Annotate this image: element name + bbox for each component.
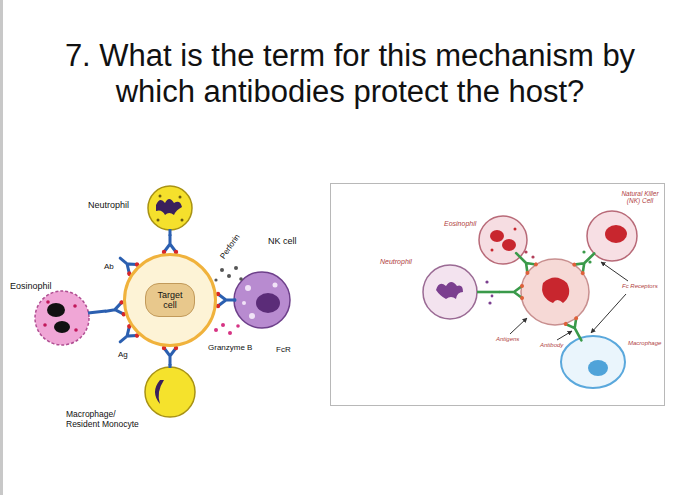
cell-label: NK cell <box>268 236 297 246</box>
nk-cell: NK cell <box>268 236 297 246</box>
cell-label: Target cell <box>145 283 195 318</box>
receptor-label: FcR <box>276 345 291 354</box>
neutrophil-cell: Neutrophil <box>380 258 412 266</box>
antibody-label: Ab <box>104 262 114 271</box>
macrophage-cell: Macrophage/ Resident Monocyte <box>66 410 143 430</box>
macrophage-cell: Macrophage <box>628 340 661 347</box>
slide-edge <box>0 0 3 495</box>
eosinophil-cell: Eosinophil <box>10 281 52 291</box>
antigen-label: Antigens <box>496 336 519 343</box>
cell-label: Macrophage/ Resident Monocyte <box>66 410 143 430</box>
cell-label: Macrophage <box>628 340 661 347</box>
granzyme-label: Granzyme B <box>208 343 252 352</box>
eosinophil-cell: Eosinophil <box>444 220 476 228</box>
cell-label: Neutrophil <box>380 258 412 266</box>
cell-label: Eosinophil <box>444 220 476 228</box>
nk-cell: Natural Killer (NK) Cell <box>617 190 663 205</box>
target-cell: Target cell <box>123 253 217 347</box>
left-illustration <box>35 186 290 417</box>
cell-label: Neutrophil <box>88 200 129 210</box>
neutrophil-cell: Neutrophil <box>88 200 129 210</box>
perforin-label: Perforin <box>218 232 242 260</box>
cell-label: Eosinophil <box>10 281 52 291</box>
slide-title: 7. What is the term for this mechanism b… <box>60 38 640 110</box>
antibody-label: Antibody <box>540 342 563 349</box>
antigen-label: Ag <box>118 350 128 359</box>
cell-label: Natural Killer (NK) Cell <box>617 190 663 205</box>
right-illustration <box>331 184 665 406</box>
receptor-label: Fc Receptors <box>622 283 658 290</box>
